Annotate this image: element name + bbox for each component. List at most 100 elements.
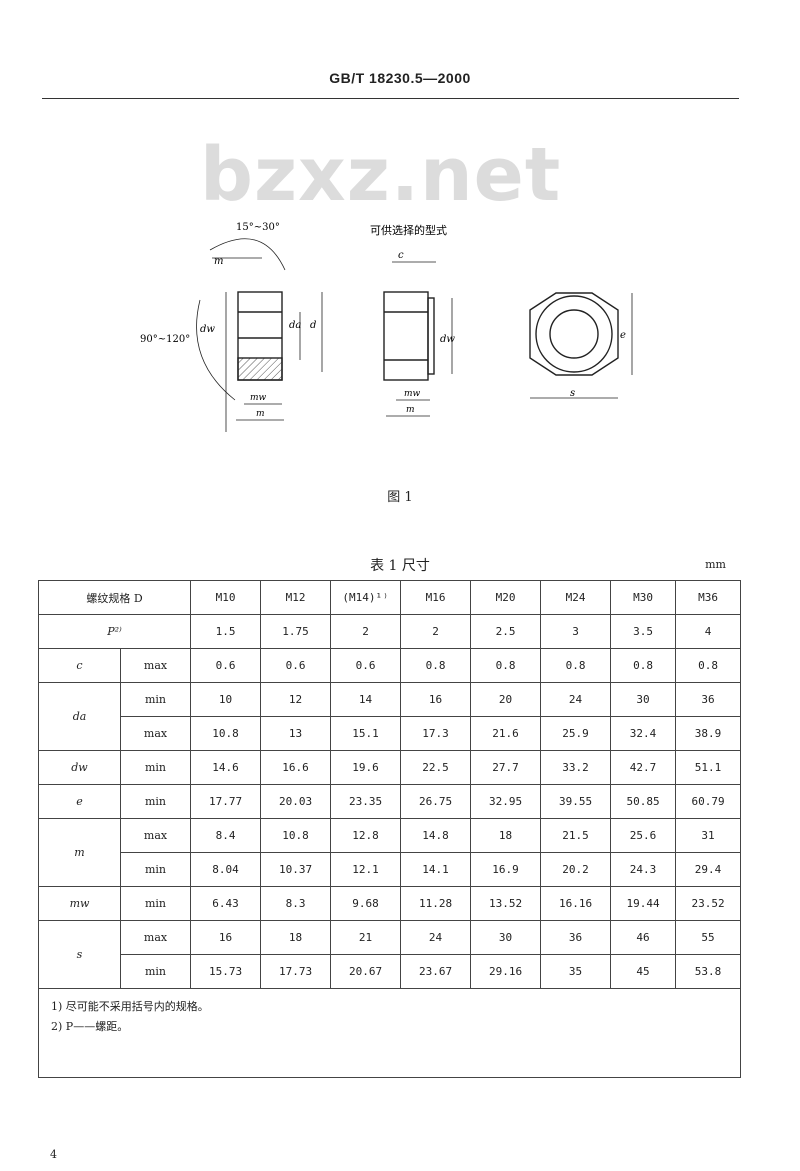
table-cell: 2.5 — [470, 614, 542, 649]
table-cell: 14.8 — [400, 818, 472, 853]
angle-left-label: 90°~120° — [140, 334, 190, 345]
figure-caption: 图 1 — [387, 490, 413, 505]
table-cell: 50.85 — [610, 784, 677, 819]
row-sub: min — [119, 750, 192, 785]
row-sub: min — [119, 784, 192, 819]
table-cell: 0.6 — [190, 648, 262, 683]
table-cell: 22.5 — [400, 750, 472, 785]
size-cell: M16 — [400, 580, 472, 615]
table-cell: 11.28 — [400, 886, 472, 921]
table-cell: 35 — [540, 954, 612, 989]
m-label-2: m — [406, 405, 415, 415]
table-cell: 24 — [540, 682, 612, 717]
pitch-label: P²⁾ — [37, 614, 192, 649]
table-cell: 13 — [260, 716, 332, 751]
pitch-row: P²⁾ 1.5 1.75 2 2 2.5 3 3.5 4 — [37, 614, 742, 649]
table-cell: 42.7 — [610, 750, 677, 785]
table-cell: 23.52 — [675, 886, 742, 921]
angle-top-label: 15°~30° — [236, 222, 280, 233]
table-cell: 0.8 — [400, 648, 472, 683]
table-cell: 16 — [400, 682, 472, 717]
table-cell: 23.67 — [400, 954, 472, 989]
table-cell: 38.9 — [675, 716, 742, 751]
dimension-table: 螺纹规格 D M10 M12 (M14)¹⁾ M16 M20 M24 M30 M… — [37, 580, 742, 1078]
table-cell: 10 — [190, 682, 262, 717]
table-cell: 23.35 — [330, 784, 402, 819]
table-cell: 29.4 — [675, 852, 742, 887]
table-cell: 12 — [260, 682, 332, 717]
table-cell: 13.52 — [470, 886, 542, 921]
table-cell: 16 — [190, 920, 262, 955]
table-cell: 2 — [400, 614, 472, 649]
table-cell: 8.04 — [190, 852, 262, 887]
m-label: m — [214, 256, 223, 267]
header-row: 螺纹规格 D M10 M12 (M14)¹⁾ M16 M20 M24 M30 M… — [37, 580, 742, 615]
table-cell: 18 — [470, 818, 542, 853]
table-cell: 20.03 — [260, 784, 332, 819]
table-cell: 39.55 — [540, 784, 612, 819]
s-label: s — [570, 388, 575, 399]
row-sub: max — [119, 648, 192, 683]
table-cell: 3 — [540, 614, 612, 649]
table-cell: 0.8 — [610, 648, 677, 683]
table-cell: 19.44 — [610, 886, 677, 921]
size-cell: M30 — [610, 580, 677, 615]
table-row: min 15.73 17.73 20.67 23.67 29.16 35 45 … — [39, 954, 742, 989]
dw-label-2: dw — [440, 334, 455, 345]
table-cell: 51.1 — [675, 750, 742, 785]
table-row: c max 0.6 0.6 0.6 0.8 0.8 0.8 0.8 0.8 — [38, 648, 742, 683]
table-cell: 36 — [675, 682, 742, 717]
size-cell: M24 — [540, 580, 612, 615]
row-symbol: c — [38, 648, 121, 683]
table-cell: 0.6 — [330, 648, 402, 683]
nut-top-view — [529, 292, 633, 399]
row-symbol: mw — [38, 886, 121, 921]
size-cell: M36 — [675, 580, 742, 615]
table-row: e min 17.77 20.03 23.35 26.75 32.95 39.5… — [38, 784, 742, 819]
table-cell: 46 — [610, 920, 677, 955]
table-title: 表 1 尺寸 — [370, 558, 430, 574]
table-cell: 15.73 — [190, 954, 262, 989]
table-cell: 1.75 — [260, 614, 332, 649]
size-cell: M12 — [260, 580, 332, 615]
row-sub: min — [119, 954, 192, 989]
table-cell: 24 — [400, 920, 472, 955]
table-cell: 29.16 — [470, 954, 542, 989]
table-cell: 32.95 — [470, 784, 542, 819]
table-cell: 53.8 — [675, 954, 742, 989]
table-cell: 32.4 — [610, 716, 677, 751]
notes-row: 1) 尽可能不采用括号内的规格。 2) P——螺距。 — [37, 988, 742, 1078]
nut-side-view — [196, 238, 323, 432]
table-cell: 14.6 — [190, 750, 262, 785]
table-cell: 30 — [610, 682, 677, 717]
table-cell: 60.79 — [675, 784, 742, 819]
table-row: da min 10 12 14 16 20 24 30 36 — [38, 682, 742, 751]
table-cell: 19.6 — [330, 750, 402, 785]
table-cell: 12.1 — [330, 852, 402, 887]
table-cell: 17.3 — [400, 716, 472, 751]
table-cell: 10.8 — [190, 716, 262, 751]
table-cell: 21.6 — [470, 716, 542, 751]
table-notes: 1) 尽可能不采用括号内的规格。 2) P——螺距。 — [37, 988, 742, 1078]
table-cell: 8.4 — [190, 818, 262, 853]
table-cell: 12.8 — [330, 818, 402, 853]
row-sub: min — [119, 886, 192, 921]
table-cell: 8.3 — [260, 886, 332, 921]
size-cell: M20 — [470, 580, 542, 615]
table-cell: 55 — [675, 920, 742, 955]
table-cell: 20 — [470, 682, 542, 717]
thread-spec-label: 螺纹规格 D — [37, 580, 192, 615]
mw-label-1: mw — [250, 393, 267, 403]
row-sub: min — [119, 852, 192, 887]
size-cell: (M14)¹⁾ — [330, 580, 402, 615]
table-cell: 10.37 — [260, 852, 332, 887]
nut-drawing: 15°~30° 90°~120° m dw mw m da d 可供选择的型式 … — [140, 222, 633, 432]
note-2: 2) P——螺距。 — [51, 1020, 129, 1033]
table-cell: 3.5 — [610, 614, 677, 649]
row-symbol: m — [38, 818, 121, 887]
d-label: d — [310, 320, 316, 331]
nut-optional-view — [383, 261, 453, 417]
table-cell: 20.67 — [330, 954, 402, 989]
table-cell: 45 — [610, 954, 677, 989]
dw-label-1: dw — [200, 324, 215, 335]
